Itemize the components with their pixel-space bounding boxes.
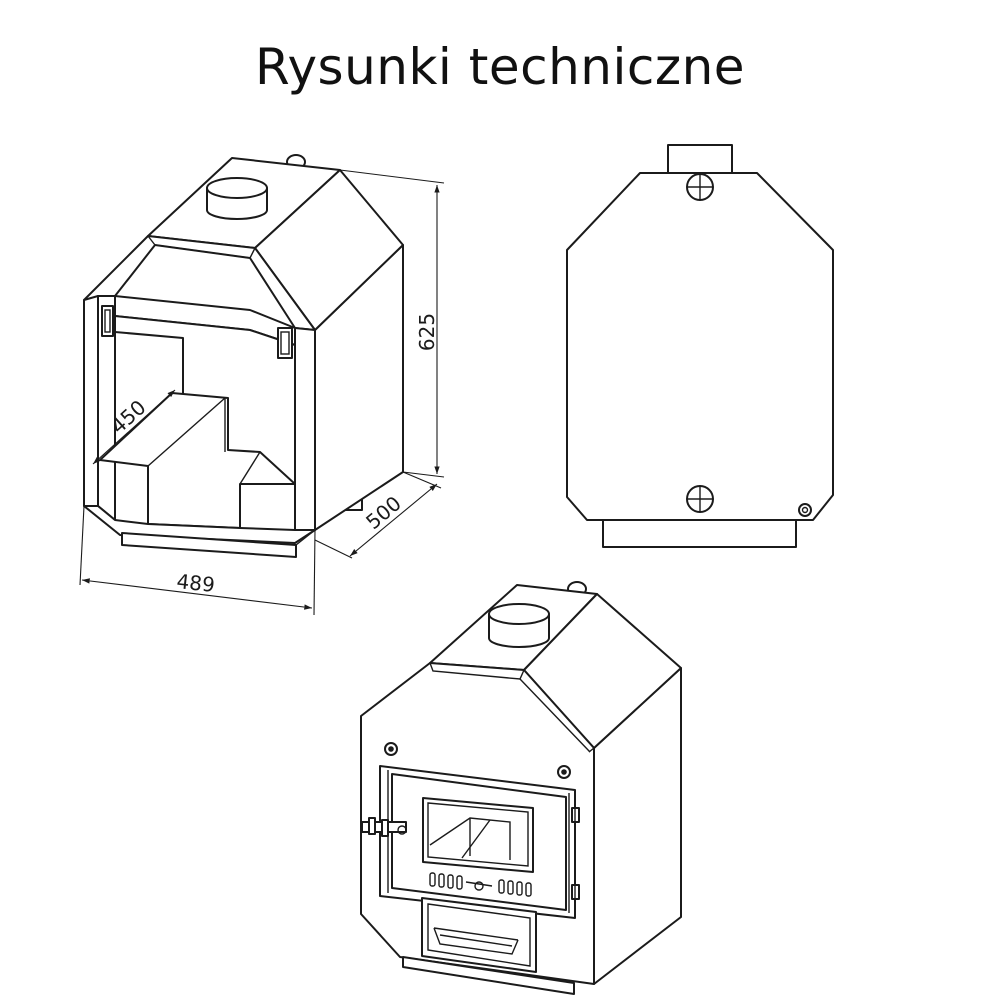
dimension-width: 489 [79,505,316,616]
dimension-height-label: 625 [415,313,439,351]
dimension-height: 625 [339,169,445,478]
dimension-depth-label: 500 [361,491,406,534]
hinge-icon [571,804,580,826]
door-handle-icon[interactable] [361,817,407,837]
screw-icon [557,765,571,779]
isometric-cutaway-view: 625 500 489 450 [79,154,445,616]
ash-drawer-handle-icon[interactable] [433,927,519,955]
connector-bottom-icon [686,485,714,513]
drain-valve-icon [798,503,812,517]
dimension-width-label: 489 [175,569,215,597]
hinge-icon [571,881,580,903]
rear-view [566,144,834,548]
page-title: Rysunki techniczne [254,38,746,96]
air-vents [429,872,532,897]
front-isometric-view [360,581,682,995]
connector-top-icon [686,173,714,201]
screw-icon [384,742,398,756]
